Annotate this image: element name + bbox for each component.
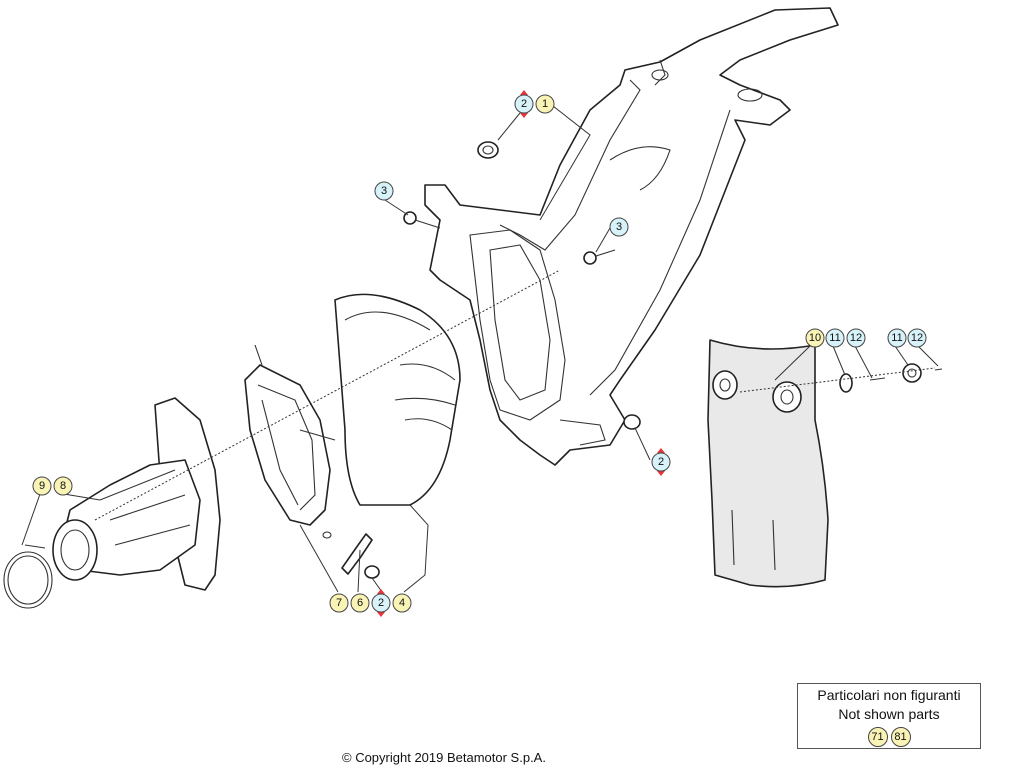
callout-bg [651,452,671,472]
assembly-axis-lines [94,269,936,521]
callout-label: 7 [336,597,342,609]
callout-bg [609,217,629,237]
ref-callout: 81 [890,727,911,747]
callout-1-top: 1 [535,94,555,114]
callout-label: 3 [616,221,622,233]
callout-9: 9 [32,476,52,496]
callout-bg [907,328,927,348]
not-shown-title-it: Particolari non figuranti [817,687,961,703]
copyright-notice: © Copyright 2019 Betamotor S.p.A. [342,750,546,765]
callout-bg [329,593,349,613]
callout-label: 3 [381,185,387,197]
callout-label: 12 [911,332,923,344]
callout-label: 8 [60,480,66,492]
intake-boot [52,397,221,591]
callout-7: 7 [329,593,349,613]
airbox-housing [424,7,839,466]
hose-clamp [3,544,53,609]
callout-12-a: 12 [846,328,866,348]
callout-bg [32,476,52,496]
callout-2-bottom: 2 [371,589,391,617]
callout-4: 4 [392,593,412,613]
callout-11-a: 11 [825,328,845,348]
ref-callout: 71 [867,727,888,747]
callout-label: 11 [829,332,840,344]
callout-bg [350,593,370,613]
filter-cage [244,344,336,526]
callout-6: 6 [350,593,370,613]
callout-bg [392,593,412,613]
callout-3-right: 3 [609,217,629,237]
callout-label: 12 [850,332,862,344]
callout-label: 2 [658,456,664,468]
callout-10: 10 [805,328,825,348]
callout-bg [374,181,394,201]
callout-label: 2 [521,98,527,110]
callout-bg [535,94,555,114]
callout-12-b: 12 [907,328,927,348]
not-shown-title-en: Not shown parts [838,706,940,722]
callout-label: 11 [891,332,902,344]
callout-label: 2 [378,597,384,609]
callout-bg [53,476,73,496]
callout-11-b: 11 [887,328,907,348]
callout-8: 8 [53,476,73,496]
side-cover [707,339,829,588]
air-filter [334,293,461,506]
callout-label: 1 [542,98,548,110]
leader-lines [21,105,939,593]
callout-label: 10 [809,332,821,344]
callout-bg [825,328,845,348]
callout-label: 4 [399,597,405,609]
fasteners [322,141,943,579]
callout-label: 9 [39,480,45,492]
not-shown-parts-box: Particolari non figuranti Not shown part… [797,683,981,749]
callout-bg [805,328,825,348]
callout-bg [371,593,391,613]
callout-3-left: 3 [374,181,394,201]
callout-2-top: 2 [514,90,534,118]
callouts: 1 2 3 3 2 10 11 12 [32,90,927,617]
callout-bg [514,94,534,114]
not-shown-refs: 71 81 [798,727,980,747]
callout-bg [887,328,907,348]
callout-bg [846,328,866,348]
callout-label: 6 [357,597,363,609]
callout-2-right: 2 [651,448,671,476]
